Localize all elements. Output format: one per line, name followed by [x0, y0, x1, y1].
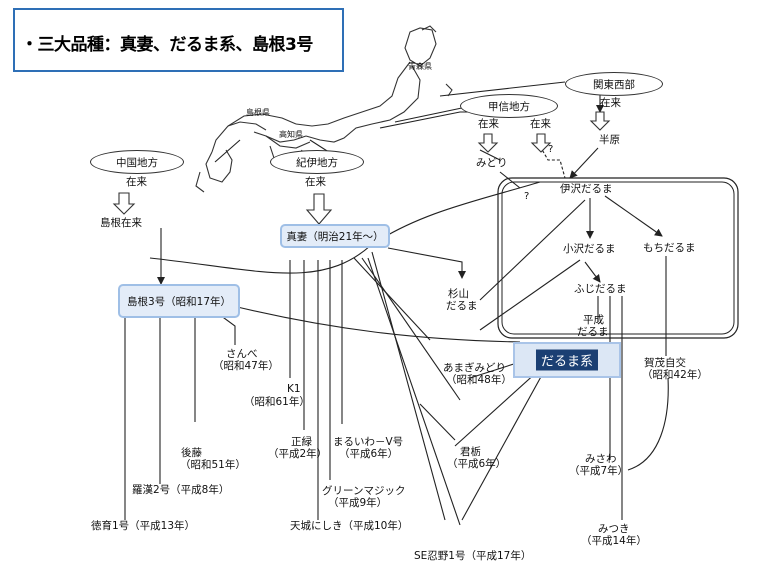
- origin-chugoku-sub: 在来: [126, 176, 147, 188]
- map-label-kochi: 高知県: [279, 130, 303, 139]
- variety-hanbara: 半原: [599, 134, 620, 146]
- origin-kanto-sub: 在来: [600, 97, 621, 109]
- variety-k1-line1: K1: [287, 383, 301, 395]
- variety-amagi-midori-line2: （昭和48年）: [446, 374, 512, 386]
- variety-midori: みどり: [476, 157, 508, 169]
- variety-shimane-zairai: 島根在来: [100, 217, 142, 229]
- question-mark-1: ?: [548, 144, 554, 155]
- variety-se-shinobu1: SE忍野1号（平成17年）: [414, 550, 532, 562]
- variety-sugiyama-line1: 杉山: [448, 288, 469, 300]
- origin-kii-sub: 在来: [305, 176, 326, 188]
- map-label-shimane: 島根県: [246, 108, 270, 117]
- variety-mitsuki-line2: （平成14年）: [581, 535, 647, 547]
- variety-mazuma: 真妻（明治21年～）: [280, 224, 390, 248]
- variety-heisei-daruma-line1: 平成: [583, 314, 604, 326]
- variety-sanbe-line1: さんべ: [226, 348, 258, 360]
- variety-shoryoku-line2: （平成2年）: [268, 448, 328, 460]
- origin-kii: 紀伊地方: [270, 150, 364, 174]
- origin-koshin: 甲信地方: [460, 94, 558, 118]
- variety-k1-line2: （昭和61年）: [244, 396, 310, 408]
- variety-shimane3: 島根3号（昭和17年）: [118, 284, 240, 318]
- variety-goto-line2: （昭和51年）: [180, 459, 246, 471]
- title-box: ・三大品種：真妻、だるま系、島根3号: [13, 8, 344, 72]
- origin-koshin-sub2: 在来: [530, 118, 551, 130]
- variety-misawa-line2: （平成7年）: [569, 465, 629, 477]
- map-label-aomori: 青森県: [408, 62, 432, 71]
- variety-goto-line1: 後藤: [181, 447, 202, 459]
- variety-shoryoku-line1: 正緑: [291, 436, 312, 448]
- variety-sanbe-line2: （昭和47年）: [213, 360, 279, 372]
- variety-maruiwa-line1: まるいわ－V号: [333, 436, 404, 448]
- origin-koshin-sub1: 在来: [478, 118, 499, 130]
- variety-sugiyama-line2: だるま: [446, 300, 478, 312]
- variety-amagi-nishiki: 天城にしき（平成10年）: [290, 520, 409, 532]
- japan-map: [195, 25, 453, 193]
- variety-mochi-daruma: もちだるま: [643, 242, 696, 254]
- variety-rakan2: 羅漢2号（平成8年）: [132, 484, 230, 496]
- variety-green-magic-line1: グリーンマジック: [322, 485, 406, 497]
- page-title: ・三大品種：真妻、だるま系、島根3号: [21, 35, 313, 55]
- variety-mitsuki-line1: みつき: [598, 523, 630, 535]
- variety-maruiwa-line2: （平成6年）: [339, 448, 399, 460]
- variety-kamo-jiko-line1: 賀茂自交: [644, 357, 686, 369]
- variety-kimitochi-line2: （平成6年）: [447, 458, 507, 470]
- variety-tokuiku1: 徳育1号（平成13年）: [91, 520, 196, 532]
- variety-kozawa-daruma: 小沢だるま: [563, 243, 616, 255]
- variety-kamo-jiko-line2: （昭和42年）: [642, 369, 708, 381]
- variety-fuji-daruma: ふじだるま: [574, 283, 627, 295]
- variety-misawa-line1: みさわ: [585, 453, 617, 465]
- origin-chugoku: 中国地方: [90, 150, 184, 174]
- variety-green-magic-line2: （平成9年）: [328, 497, 388, 509]
- group-label-darumakei: だるま系: [535, 349, 599, 371]
- variety-amagi-midori-line1: あまぎみどり: [443, 362, 506, 374]
- origin-kanto: 関東西部: [565, 72, 663, 96]
- variety-heisei-daruma-line2: だるま: [577, 326, 609, 338]
- group-darumakei: だるま系: [513, 342, 621, 378]
- variety-izawa-daruma: 伊沢だるま: [560, 183, 613, 195]
- variety-kimitochi-line1: 君栃: [460, 446, 481, 458]
- question-mark-2: ?: [524, 191, 530, 202]
